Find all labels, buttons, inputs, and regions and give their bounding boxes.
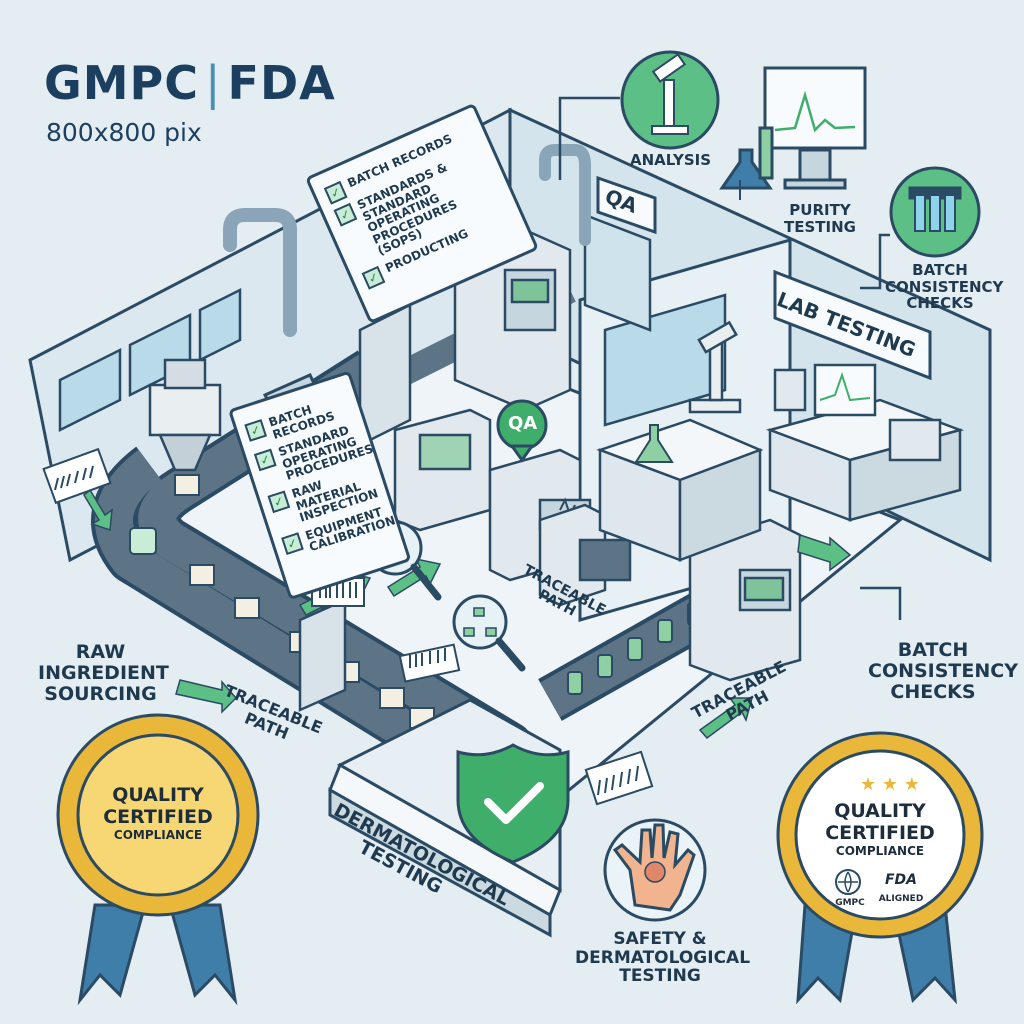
checkbox-icon: ✓ <box>333 202 358 227</box>
lab-sign <box>773 269 932 381</box>
lab-window <box>603 293 727 427</box>
hand-circle <box>603 818 707 922</box>
qa-bubble <box>496 399 548 463</box>
checkbox-icon: ✓ <box>253 448 277 472</box>
shield-icon-shape <box>456 743 570 864</box>
green-jar <box>129 527 157 555</box>
title-gmpc: GMPC <box>44 56 200 110</box>
raw-sourcing-label: RAW INGREDIENT SOURCING <box>38 641 169 705</box>
medal-right-line2: CERTIFIED <box>825 822 935 844</box>
medal-left-line2: CERTIFIED <box>103 806 213 828</box>
microscope-circle <box>620 50 720 150</box>
title-separator: | <box>205 56 222 110</box>
analysis-connector <box>558 96 620 180</box>
medal-left-text: QUALITY CERTIFIED COMPLIANCE <box>88 784 228 842</box>
title-fda: FDA <box>227 56 336 110</box>
qa-door <box>583 213 652 332</box>
mixer-machine <box>148 358 222 472</box>
filling-machine <box>453 228 572 412</box>
safety-label: SAFETY & DERMATOLOGICAL TESTING <box>575 929 751 987</box>
qa-sign <box>596 175 657 235</box>
medal-right-text: QUALITY CERTIFIED COMPLIANCE <box>808 800 952 858</box>
analysis-label: ANALYSIS <box>630 151 712 169</box>
purity-testing-label: PURITY TESTING <box>784 201 856 236</box>
checkbox-icon: ✓ <box>361 265 386 290</box>
checkbox-icon: ✓ <box>323 180 348 205</box>
medal-left-line3: COMPLIANCE <box>113 828 203 842</box>
overhead-pipe <box>223 208 297 337</box>
left-windows <box>58 287 242 433</box>
purity-monitor <box>719 66 867 190</box>
control-machine <box>393 408 492 532</box>
cutter-machine <box>538 503 632 607</box>
tunnel-machine <box>298 302 412 712</box>
medal-right-line3: COMPLIANCE <box>835 844 925 858</box>
batch-checks-top-label: BATCH CONSISTENCY CHECKS <box>885 261 1004 312</box>
lab-flask <box>634 424 674 463</box>
medal-left-line1: QUALITY <box>112 784 204 806</box>
medal-aligned-label: ALIGNED <box>878 894 924 904</box>
checkbox-icon: ✓ <box>281 532 304 555</box>
svg-text:★ ★ ★: ★ ★ ★ <box>860 774 920 795</box>
test-tube-circle <box>889 166 981 258</box>
medal-right: ★ ★ ★ <box>776 731 984 1005</box>
batch-connector <box>860 233 890 290</box>
lab-bench <box>596 418 764 562</box>
lab-microscope <box>688 320 742 414</box>
magnifier-tree <box>452 594 526 672</box>
packing-machine <box>688 518 802 682</box>
batch-checks-right-label: BATCH CONSISTENCY CHECKS <box>868 639 1018 703</box>
page-title: GMPC|FDA <box>44 56 336 110</box>
medal-right-line1: QUALITY <box>834 800 926 822</box>
page-subtitle: 800x800 pix <box>46 118 202 147</box>
medal-left <box>56 713 260 1006</box>
medal-fda-logo: FDA <box>884 872 918 888</box>
qa-bubble-label: QA <box>508 413 538 434</box>
medal-gmpc-label: GMPC <box>835 898 865 908</box>
batch-right-connector <box>860 586 902 620</box>
lab-desk <box>765 363 965 522</box>
checkbox-icon: ✓ <box>244 419 268 442</box>
checkbox-icon: ✓ <box>267 490 291 514</box>
